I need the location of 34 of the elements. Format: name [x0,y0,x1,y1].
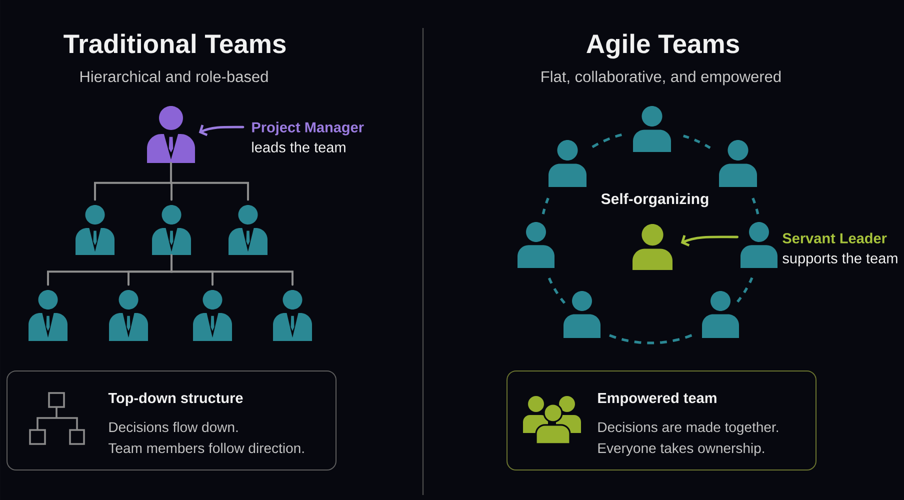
dashed-arc [683,134,711,149]
callout-text: Servant Leader supports the team [782,232,898,266]
person-icon [28,290,68,341]
connector-line [170,254,294,286]
person-icon [76,204,115,255]
person-icon [564,290,600,338]
dashed-arc [609,334,692,344]
subtitle: Flat, collaborative, and empowered [542,70,781,86]
dashed-arc [542,198,550,214]
subtitle: Hierarchical and role-based [80,70,268,82]
person-icon [719,140,757,187]
person-icon [518,222,554,268]
person-icon [147,106,195,163]
leader-arrow [680,235,738,246]
person-icon [152,204,191,255]
person-icon [228,204,268,255]
leader-arrow [198,124,244,136]
person-icon [109,290,148,341]
info-card: Empowered team Decisions are made together. Everyone takes ownership. [506,370,816,470]
title: Traditional Teams [64,34,286,54]
dashed-arc [752,198,760,214]
connector-line [170,162,249,201]
dashed-arc [548,278,566,304]
person-icon [273,290,312,341]
dashed-arc [592,133,622,148]
person-icon [632,224,672,270]
person-icon [702,290,739,338]
person-icon [548,140,586,187]
person-icon [193,290,232,341]
callout-text: Project Manager leads the team [252,122,364,152]
info-card: Top-down structure Decisions flow down. Team members follow direction. [6,370,336,470]
title: Agile Teams [586,34,739,59]
center-label: Self-organizing [601,193,708,208]
person-icon [633,106,671,152]
